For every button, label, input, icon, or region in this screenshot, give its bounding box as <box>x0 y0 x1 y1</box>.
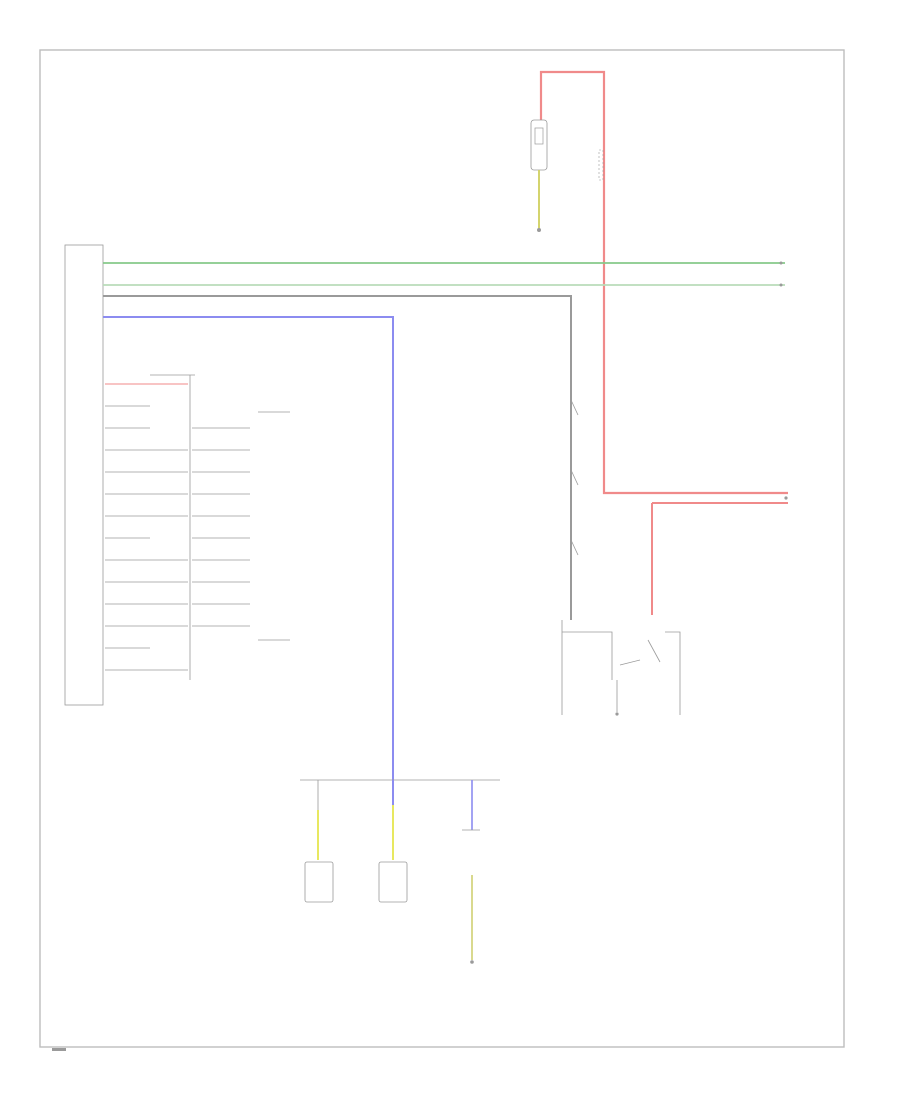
diagram-frame <box>39 49 845 1048</box>
connector-pin-icon <box>784 496 788 500</box>
connector-pin-icon <box>779 261 783 265</box>
bottom-sensors <box>304 780 480 964</box>
ground-icon <box>615 712 619 716</box>
transmission-sensor-2 <box>378 861 408 903</box>
transmission-sensor-1 <box>304 861 334 903</box>
fusible-link-marker <box>598 149 604 181</box>
battery-group <box>530 70 788 495</box>
starter-relay-box <box>561 620 681 715</box>
battery-body <box>530 119 548 171</box>
battery-power-wire <box>539 70 788 495</box>
switch-pin-rows <box>192 427 250 627</box>
ground-icon <box>537 228 541 232</box>
connector-pin-icon <box>779 283 783 287</box>
switch-icon <box>570 469 579 486</box>
switch-icon <box>570 539 579 556</box>
fuse-icon <box>534 127 544 145</box>
ecm-grey-wire <box>103 295 572 620</box>
switch-icon <box>570 399 579 416</box>
engine-control-module-box <box>64 244 104 706</box>
ecm-pin-rows <box>105 383 188 671</box>
switch-icon <box>647 639 661 663</box>
starter-motor-link <box>619 659 641 666</box>
ground-icon <box>470 960 474 964</box>
starter-circuit <box>561 399 788 716</box>
blue-signal-wire <box>103 316 394 780</box>
page-id-mark <box>52 1048 66 1051</box>
